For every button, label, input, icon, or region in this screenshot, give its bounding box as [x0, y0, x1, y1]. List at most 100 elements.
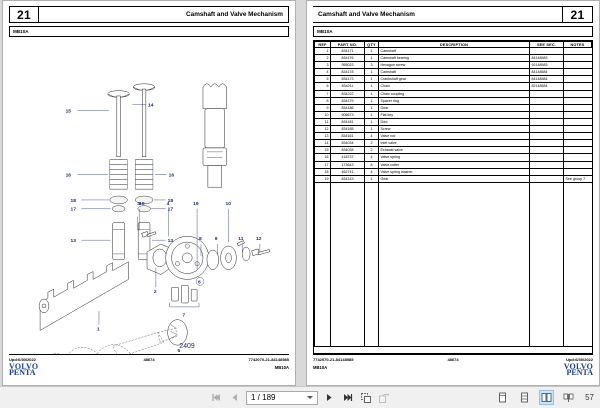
cell-quantity: 1	[364, 175, 379, 183]
footer-updated-right: Upd:6/30/2022	[566, 356, 593, 362]
cell-part-number: 834176	[330, 54, 365, 63]
cell-description: Valve cotter	[378, 161, 530, 169]
diagram-callouts: 15 14 16 16 18 18 17 17 13	[66, 103, 262, 354]
cell-quantity: 1	[364, 118, 379, 127]
cell-quantity: 1	[364, 68, 379, 77]
parts-table: REF PART NO. QTY DESCRIPTION SEE SEC. NO…	[314, 41, 592, 347]
section-number-right: 21	[563, 6, 593, 23]
cell-quantity: 2	[364, 146, 379, 155]
cell-description: Disc	[378, 118, 530, 127]
cell-part-number: 834034	[330, 139, 365, 148]
cell-ref: 13	[314, 132, 331, 141]
view-two-page-icon[interactable]	[539, 390, 555, 405]
first-page-icon[interactable]	[210, 391, 223, 405]
cell-description: Screw	[378, 125, 530, 134]
cell-quantity: 1	[364, 104, 379, 112]
filler-cell	[378, 182, 530, 347]
cell-quantity: 8	[364, 161, 379, 169]
zoom-level-value[interactable]: 57	[585, 393, 594, 402]
cell-description: Flat key	[378, 111, 530, 119]
copy-page-icon[interactable]	[359, 391, 372, 405]
cell-quantity: 3	[364, 61, 379, 70]
table-filler-row	[314, 182, 592, 347]
chevron-down-icon[interactable]	[307, 396, 313, 399]
cell-notes	[563, 97, 592, 105]
view-single-page-icon[interactable]	[495, 390, 510, 405]
cell-part-number: 173643	[330, 161, 365, 169]
diagram-code: 2409	[179, 343, 194, 350]
page-left: 21 Camshaft and Valve Mechanism MB10A	[2, 0, 296, 386]
view-continuous-icon[interactable]	[517, 390, 532, 405]
svg-text:17: 17	[168, 207, 174, 213]
svg-text:3: 3	[137, 201, 140, 207]
cell-ref: 11	[314, 118, 331, 127]
cell-part-number: 834222	[330, 90, 365, 98]
cell-see-section	[529, 175, 564, 183]
cell-see-section: 82148584	[529, 82, 564, 91]
footer-doc-number-right: 7742070-21-84148585	[313, 356, 354, 362]
next-page-icon[interactable]	[323, 391, 336, 405]
cell-see-section: 84148584	[529, 75, 564, 84]
section-number: 21	[9, 6, 39, 23]
page-footer-right: 7742070-21-84148585 48674 Upd:6/30/2022 …	[313, 354, 593, 378]
cell-see-section	[529, 132, 564, 141]
valve-inlet-icon	[133, 83, 156, 158]
cell-quantity: 4	[364, 153, 379, 162]
svg-text:18: 18	[168, 198, 174, 204]
svg-text:19: 19	[139, 201, 145, 207]
chain-coupling-group: 6	[169, 277, 205, 308]
filler-cell	[364, 182, 379, 347]
parts-table-container[interactable]: REF PART NO. QTY DESCRIPTION SEE SEC. NO…	[313, 40, 593, 354]
view-book-icon[interactable]	[561, 390, 576, 405]
cell-ref: 5	[314, 75, 331, 84]
footer-model: MB10A	[274, 365, 289, 370]
rotate-page-icon[interactable]	[377, 391, 390, 405]
page-number-value: 1 / 189	[251, 393, 276, 402]
crankshaft-gear	[167, 319, 188, 346]
last-page-icon[interactable]	[341, 391, 354, 405]
previous-page-icon[interactable]	[228, 391, 241, 405]
cell-part-number: 834161	[330, 132, 365, 141]
page-number-input[interactable]: 1 / 189	[246, 390, 318, 405]
cell-ref: 15	[314, 146, 331, 155]
svg-text:4: 4	[167, 201, 170, 207]
cell-notes: See group 7	[563, 175, 592, 183]
cell-ref: 1	[314, 47, 331, 56]
cell-ref: 3	[314, 61, 331, 70]
filler-cell	[563, 182, 592, 347]
viewer-toolbar: 1 / 189	[0, 386, 600, 408]
disc-11	[241, 246, 251, 262]
document-viewport[interactable]: 21 Camshaft and Valve Mechanism MB10A	[0, 0, 600, 386]
cell-notes	[563, 161, 592, 169]
cell-ref: 19	[314, 175, 331, 183]
cell-part-number: 834035	[330, 146, 365, 155]
cell-description: Valve rod	[378, 132, 530, 141]
svg-text:2: 2	[154, 289, 157, 295]
page-title-right: Camshaft and Valve Mechanism	[313, 6, 563, 23]
cell-quantity: 1	[364, 75, 379, 84]
cell-ref: 17	[314, 161, 331, 169]
cell-notes	[563, 75, 592, 84]
cell-part-number: 834178	[330, 68, 365, 77]
svg-text:7: 7	[182, 313, 185, 319]
